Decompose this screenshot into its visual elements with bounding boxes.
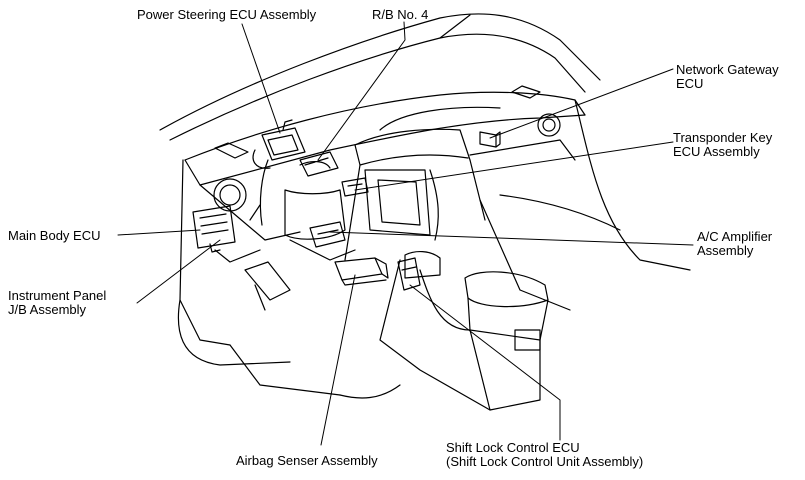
power-steering-ecu-shape: [252, 119, 306, 169]
dash-left-panel: [177, 159, 301, 366]
label-transponder-key-ecu: Transponder Key ECU Assembly: [673, 130, 773, 159]
airbag-sensor-shape: [334, 257, 389, 286]
label-network-gateway-ecu: Network Gateway ECU: [676, 62, 779, 91]
floor-area: [214, 239, 401, 399]
label-main-body-ecu: Main Body ECU: [8, 228, 101, 243]
label-power-steering-ecu: Power Steering ECU Assembly: [137, 7, 317, 22]
label-rb-no4: R/B No. 4: [372, 7, 429, 22]
dash-right-side: [469, 99, 691, 311]
ac-amplifier-shape: [309, 221, 346, 248]
label-shift-lock-control-ecu: Shift Lock Control ECU (Shift Lock Contr…: [446, 440, 644, 469]
label-instrument-panel-jb: Instrument Panel J/B Assembly: [8, 288, 107, 317]
windshield-outline: [159, 13, 601, 141]
network-gateway-ecu-shape: [479, 131, 501, 148]
rb-no4-shape: [299, 151, 339, 177]
transponder-key-ecu-shape: [341, 177, 369, 197]
steering-column: [259, 159, 346, 240]
leader-lines: [117, 21, 694, 446]
center-stack: [344, 128, 486, 279]
dashboard-top: [184, 85, 586, 186]
shift-lock-ecu-shape: [397, 257, 421, 291]
label-airbag-sensor: Airbag Senser Assembly: [236, 453, 378, 468]
center-console: [379, 259, 549, 411]
label-ac-amplifier: A/C Amplifier Assembly: [697, 229, 773, 258]
